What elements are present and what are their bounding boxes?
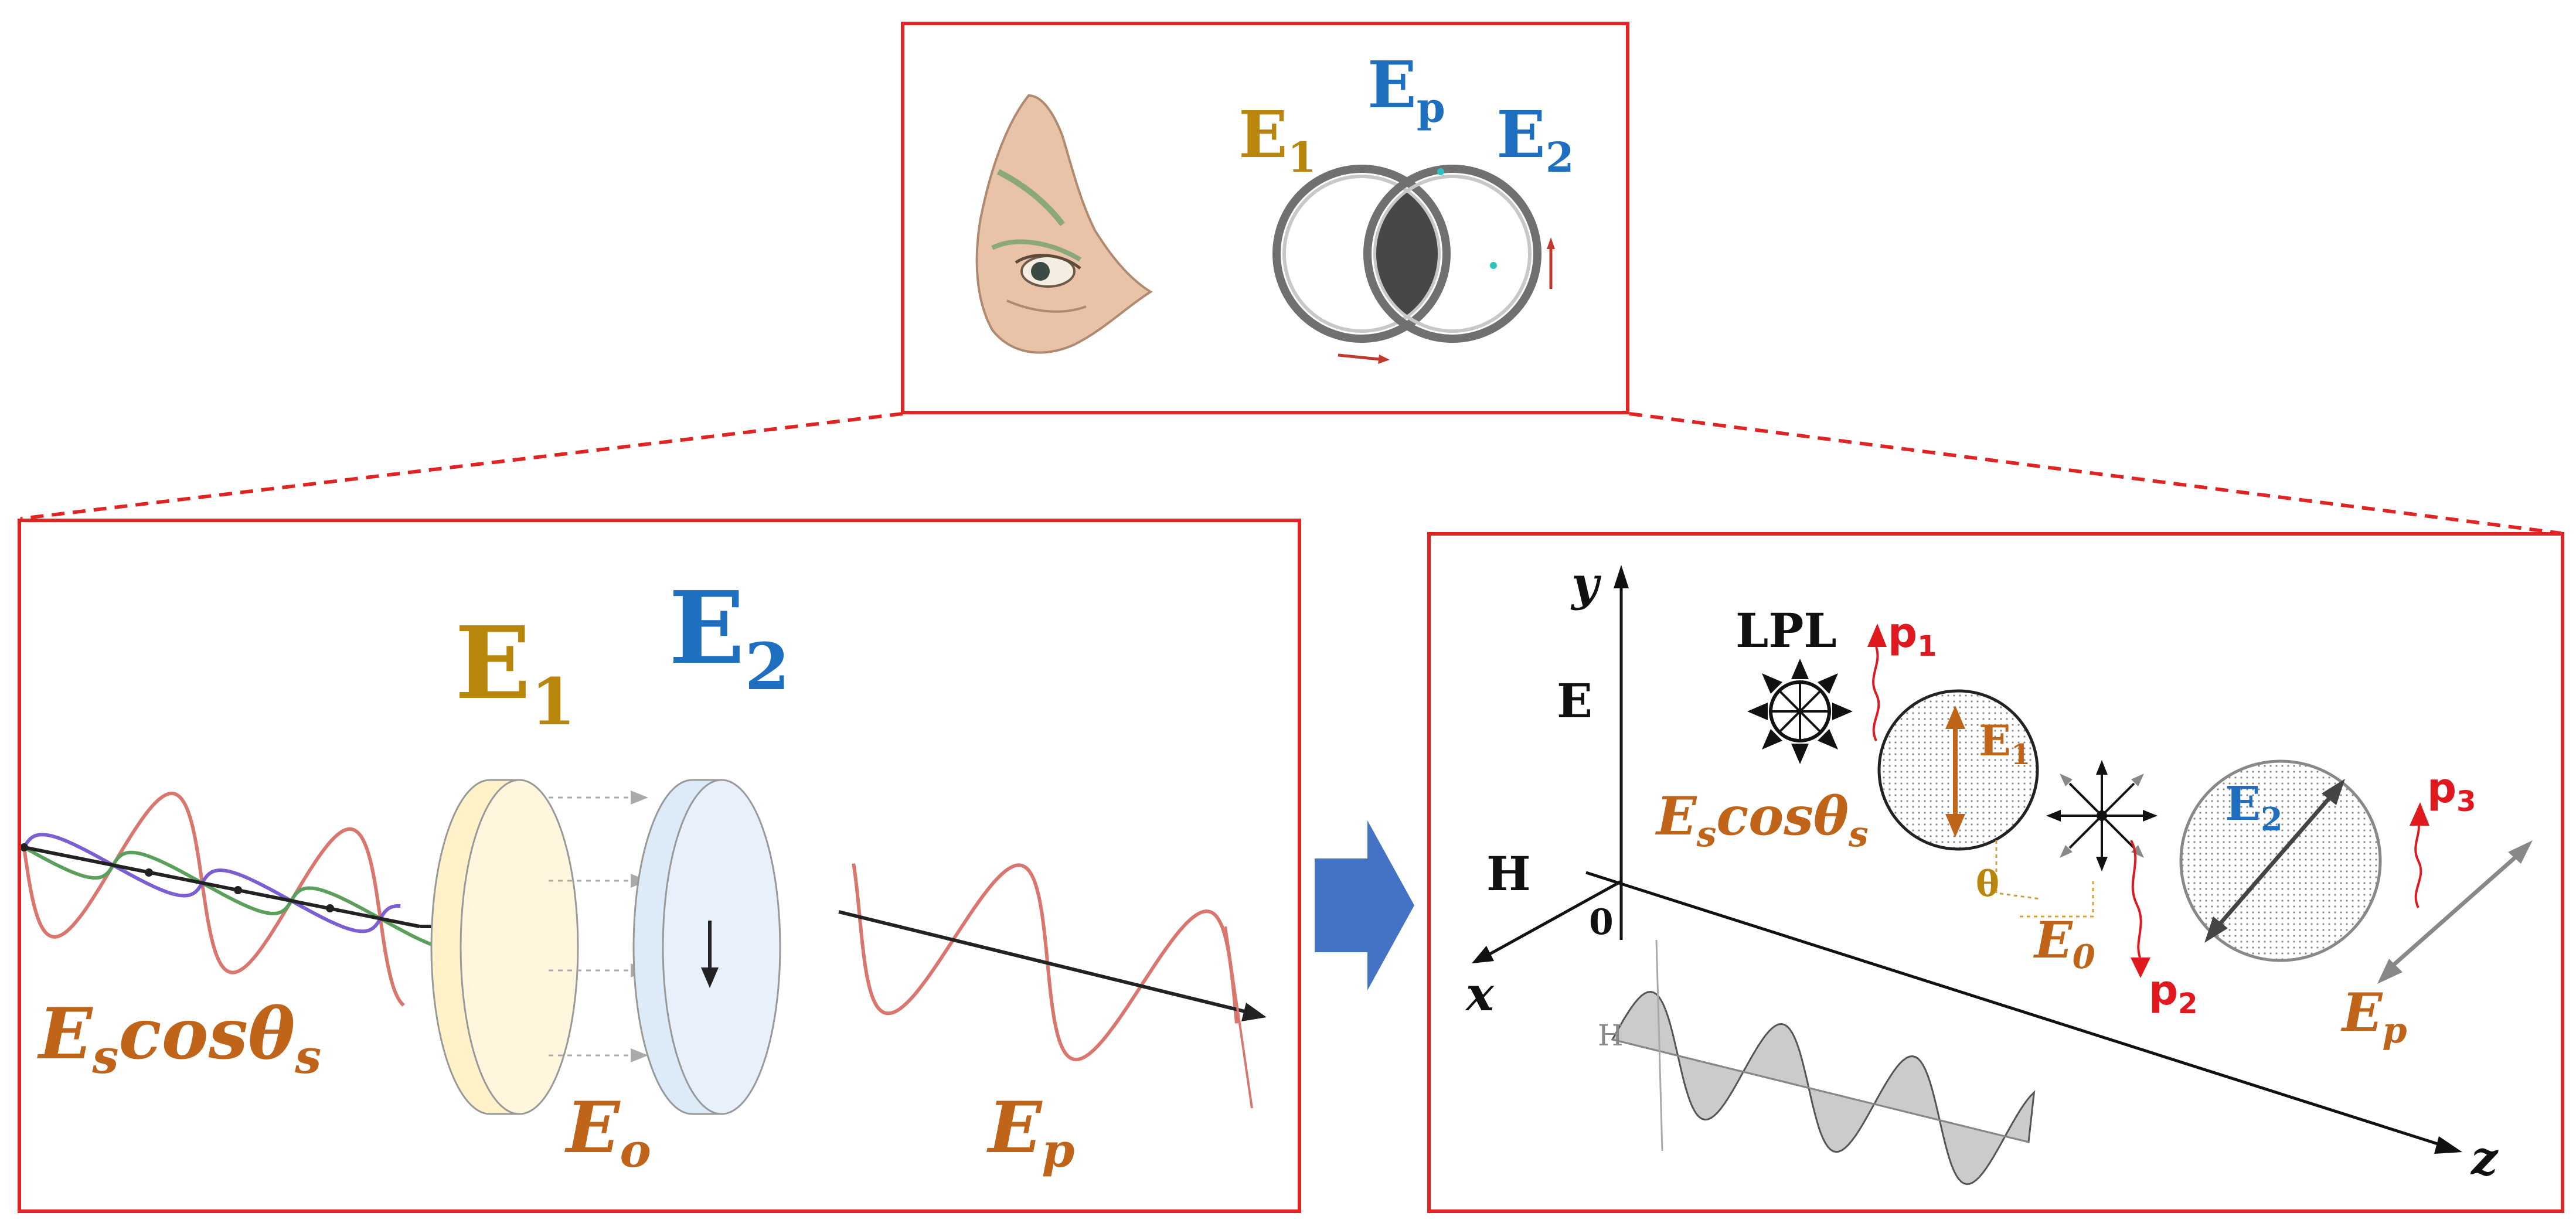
polarizer-1	[430, 779, 579, 1115]
inset-H-label: H	[1598, 1018, 1624, 1052]
top-label-ep: Ep	[1367, 47, 1445, 132]
axis-x-label: x	[1465, 966, 1495, 1021]
left-panel-canvas: E1 E2 Escosθs Eo Ep	[21, 570, 1267, 1178]
photon-p3-path	[2414, 822, 2422, 908]
left-label-e1: E1	[455, 605, 576, 740]
photon-p3-label: p3	[2427, 764, 2476, 818]
right-label-e2: E2	[2225, 776, 2283, 838]
right-label-source: Escosθs	[1655, 785, 1869, 855]
right-label-ep: Ep	[2340, 982, 2407, 1051]
lpl-label: LPL	[1736, 603, 1837, 658]
right-panel: y x z E H 0 LPL	[1427, 532, 2564, 1213]
right-label-e0: E0	[2033, 911, 2095, 976]
photon-p2-label: p2	[2149, 966, 2198, 1020]
field-H-label: H	[1486, 846, 1531, 901]
right-label-e1: E1	[1979, 715, 2030, 771]
transmitted-arrows	[549, 796, 631, 1057]
unpolarized-wave	[21, 791, 440, 1007]
eye-icon	[975, 94, 1153, 354]
field-E-label: E	[1557, 673, 1592, 728]
theta-label: θ	[1976, 864, 1999, 905]
overlapping-polarizer-rings-icon	[1272, 165, 1555, 364]
axis-z-label: z	[2470, 1130, 2499, 1185]
top-label-e2: E2	[1496, 97, 1574, 182]
left-label-ep: Ep	[986, 1086, 1074, 1178]
ep-arrow	[2390, 853, 2520, 968]
polarizer-1-disc	[1877, 689, 2039, 851]
polarized-wave	[838, 863, 1267, 1109]
top-label-e1: E1	[1238, 97, 1316, 182]
right-panel-canvas: y x z E H 0 LPL	[1465, 556, 2533, 1185]
left-panel: E1 E2 Escosθs Eo Ep	[18, 519, 1301, 1213]
left-label-source: Escosθs	[37, 993, 321, 1084]
axis-y-label: y	[1570, 556, 1602, 611]
photon-p2-path	[2130, 840, 2142, 958]
polarizer-2	[632, 779, 781, 1115]
intermediate-polarization-star-icon	[2046, 760, 2158, 871]
em-wave-inset	[1611, 939, 2036, 1185]
left-label-eo: Eo	[564, 1086, 651, 1178]
top-panel-canvas: E1 Ep E2	[975, 47, 1574, 364]
photon-p1-path	[1872, 646, 1880, 741]
transition-arrow-icon	[1315, 820, 1414, 990]
left-label-e2: E2	[669, 570, 790, 704]
lpl-polarization-star-icon	[1747, 659, 1853, 764]
polarizer-2-disc	[2179, 759, 2382, 962]
photon-p1-label: p1	[1888, 609, 1937, 663]
coordinate-axes	[1472, 565, 2462, 1154]
top-panel: E1 Ep E2	[901, 22, 1629, 414]
origin-label: 0	[1589, 902, 1614, 943]
